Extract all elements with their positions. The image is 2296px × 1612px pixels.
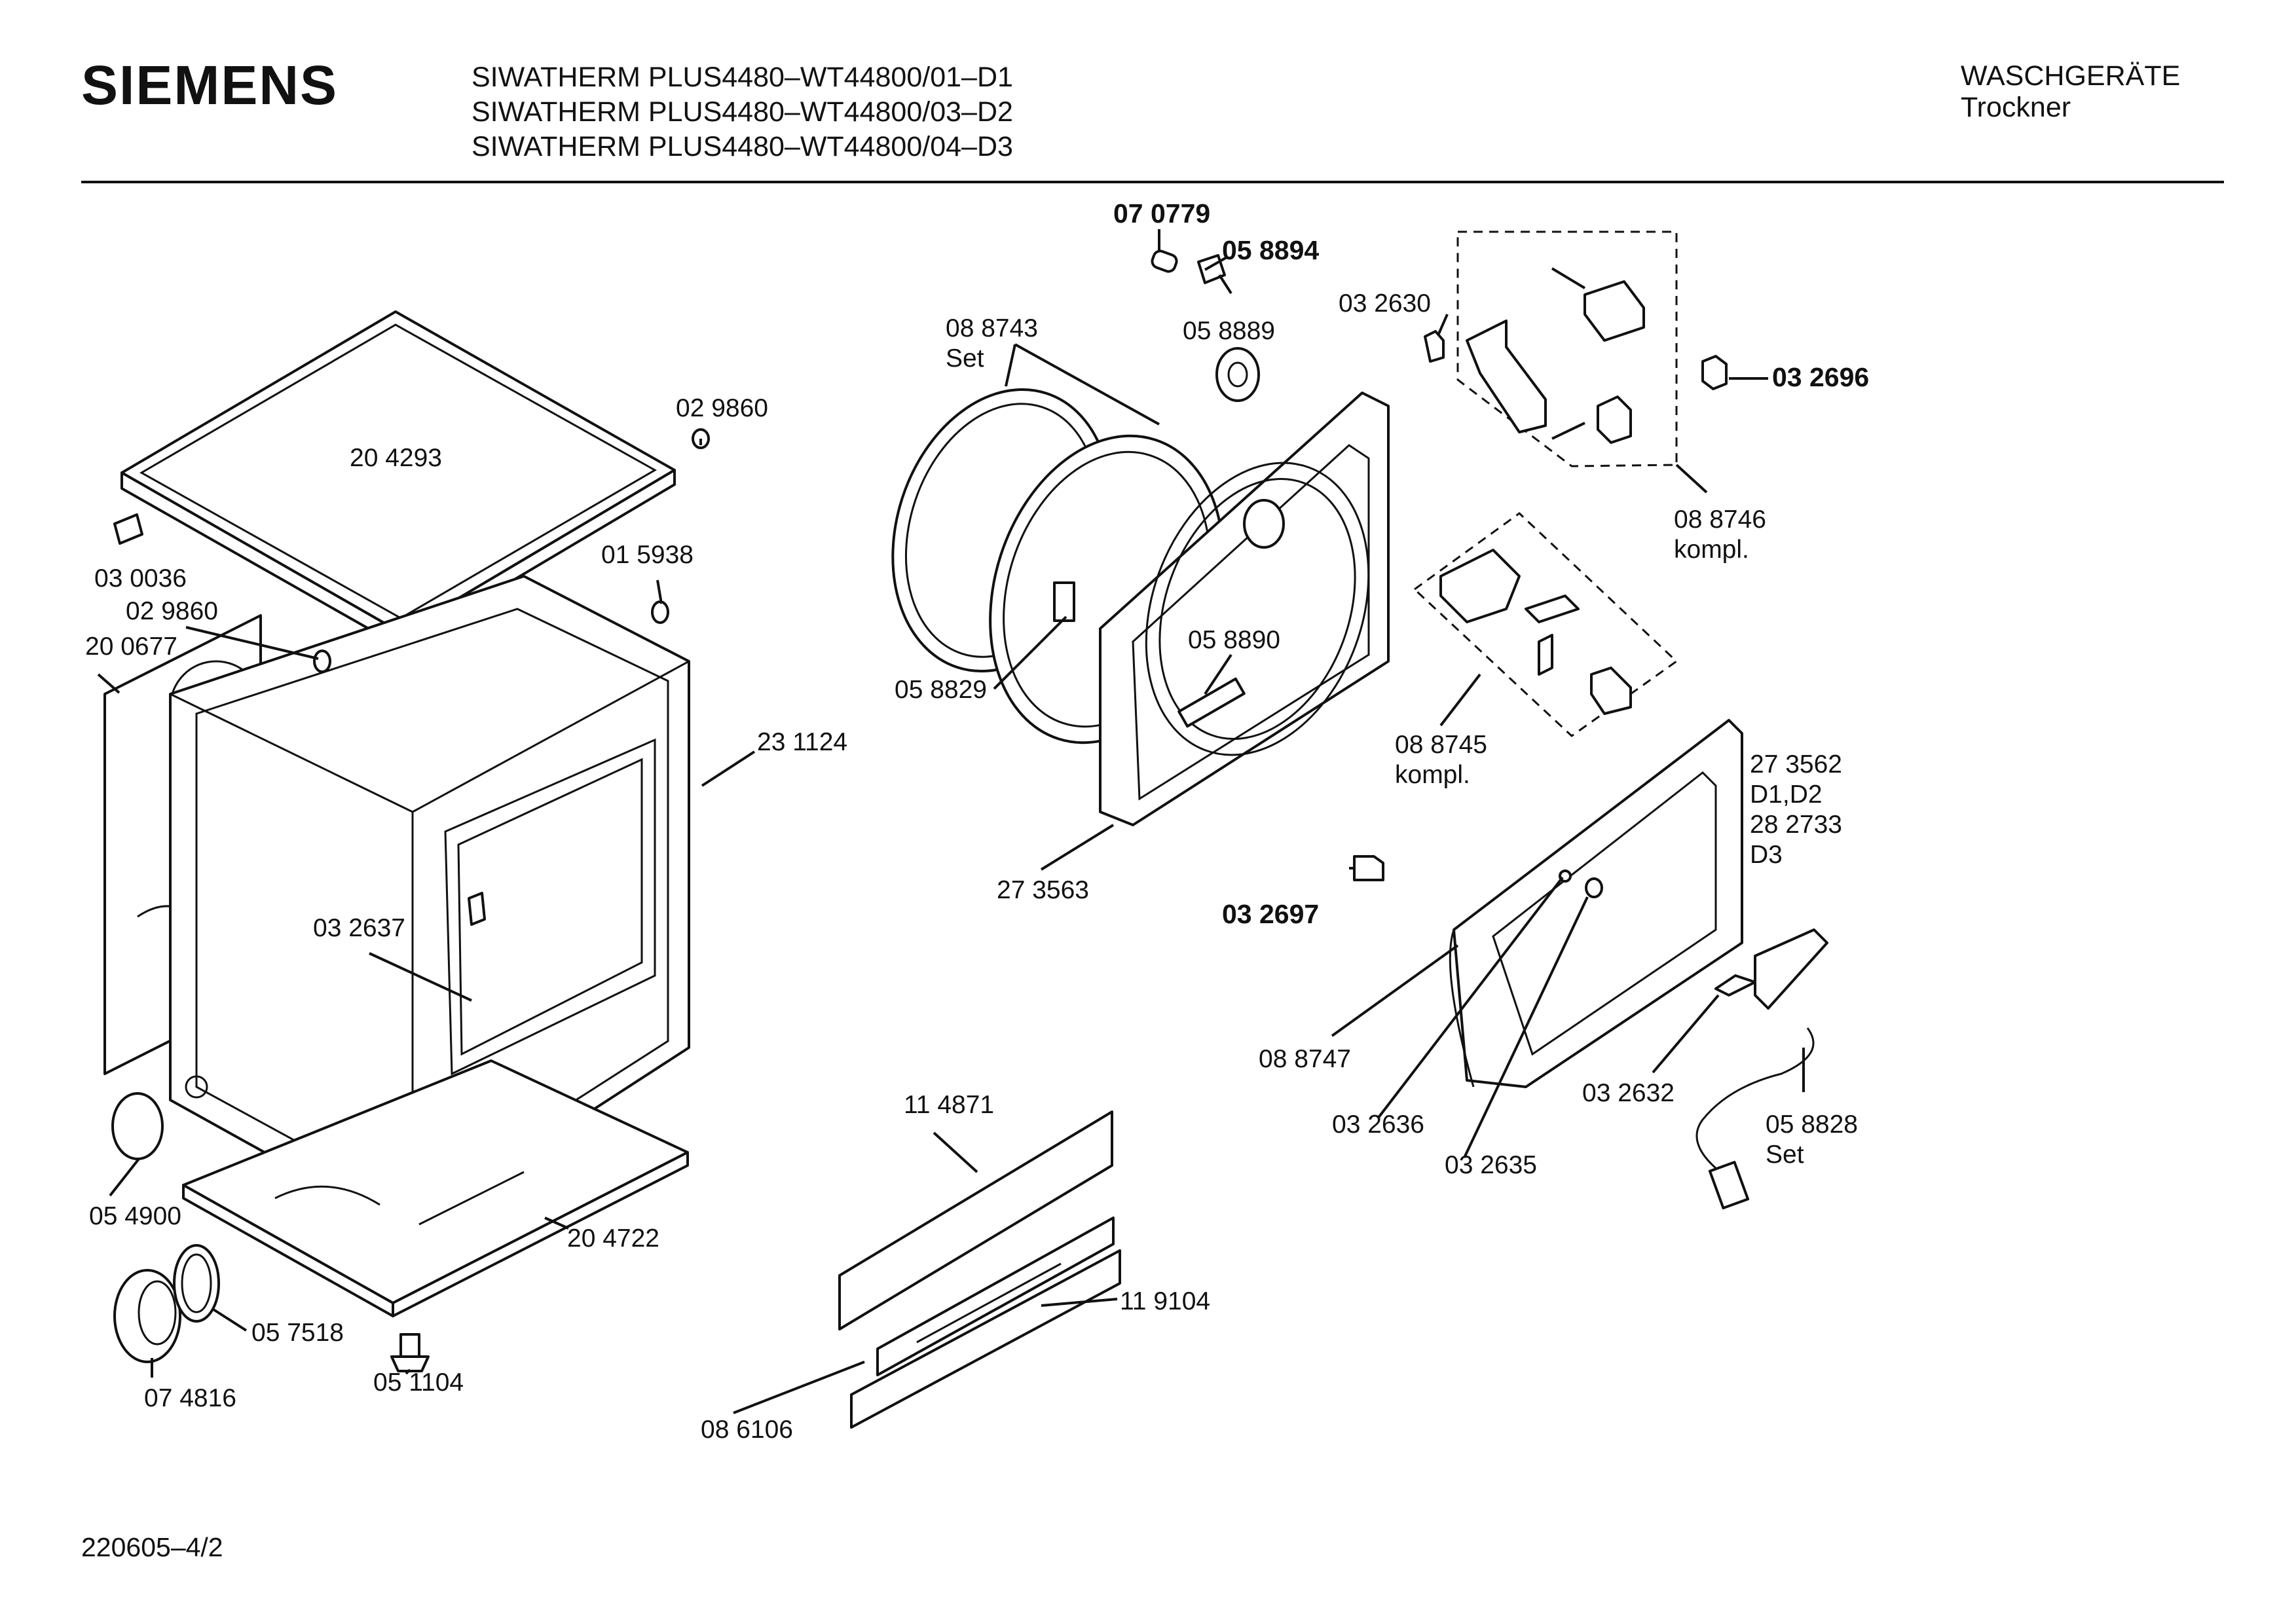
part-label: 11 4871 [904, 1091, 994, 1119]
part-label: 03 2630 [1339, 289, 1431, 318]
part-label: 03 2696 [1772, 362, 1869, 392]
part-label: 20 4293 [350, 444, 442, 472]
door-frame-part [1449, 719, 1743, 1088]
part-label: 03 2632 [1582, 1079, 1675, 1107]
part-label: 20 4722 [567, 1224, 659, 1253]
part-label: 01 5938 [601, 541, 694, 569]
front-panel-part [1099, 392, 1390, 826]
door-handle-part [1695, 928, 1828, 1210]
model-line: SIWATHERM PLUS4480–WT44800/01–D1 [472, 62, 1013, 93]
part-label: 05 7518 [251, 1319, 344, 1347]
category-subtitle: Trockner [1961, 92, 2071, 123]
header-divider [81, 181, 2224, 183]
part-label: 03 2636 [1332, 1110, 1424, 1139]
model-line: SIWATHERM PLUS4480–WT44800/04–D3 [472, 131, 1013, 162]
part-label: 20 0677 [85, 632, 177, 661]
part-label: 05 4900 [89, 1202, 181, 1230]
part-label: 08 8747 [1259, 1045, 1351, 1073]
part-label: 11 9104 [1120, 1287, 1210, 1315]
model-list: SIWATHERM PLUS4480–WT44800/01–D1 SIWATHE… [472, 60, 1013, 164]
part-label: 23 1124 [757, 728, 847, 756]
switch-kit-area [1456, 230, 1728, 467]
base-plate-part [182, 1059, 689, 1317]
part-label: 03 2635 [1445, 1151, 1537, 1179]
part-label: 05 1104 [373, 1368, 464, 1397]
part-label: 03 2637 [313, 914, 405, 942]
leader-lines [97, 229, 1805, 1414]
category-block: WASCHGERÄTE Trockner [1961, 60, 2180, 123]
control-panel-strip [838, 1110, 1121, 1429]
part-label: 07 4816 [144, 1384, 236, 1412]
part-label: 05 8890 [1188, 626, 1280, 654]
small-parts-center [1151, 249, 1445, 881]
drawing-number: 220605–4/2 [81, 1532, 223, 1562]
control-kit-area [1413, 512, 1678, 737]
part-label: 03 0036 [94, 564, 187, 593]
category-title: WASCHGERÄTE [1961, 60, 2181, 92]
model-line: SIWATHERM PLUS4480–WT44800/03–D2 [472, 96, 1013, 128]
part-label: 05 8894 [1222, 235, 1319, 265]
part-label: 02 9860 [126, 597, 218, 625]
brand-logo: SIEMENS [81, 54, 339, 116]
part-label: 27 3563 [997, 876, 1089, 904]
part-label: 02 9860 [676, 394, 768, 422]
small-parts-left [111, 428, 710, 1372]
part-label: 07 0779 [1113, 198, 1210, 229]
part-label: 08 6106 [701, 1416, 793, 1444]
part-label: 05 8829 [895, 676, 987, 704]
part-label: 05 8889 [1183, 317, 1275, 345]
part-label: 03 2697 [1222, 899, 1319, 929]
